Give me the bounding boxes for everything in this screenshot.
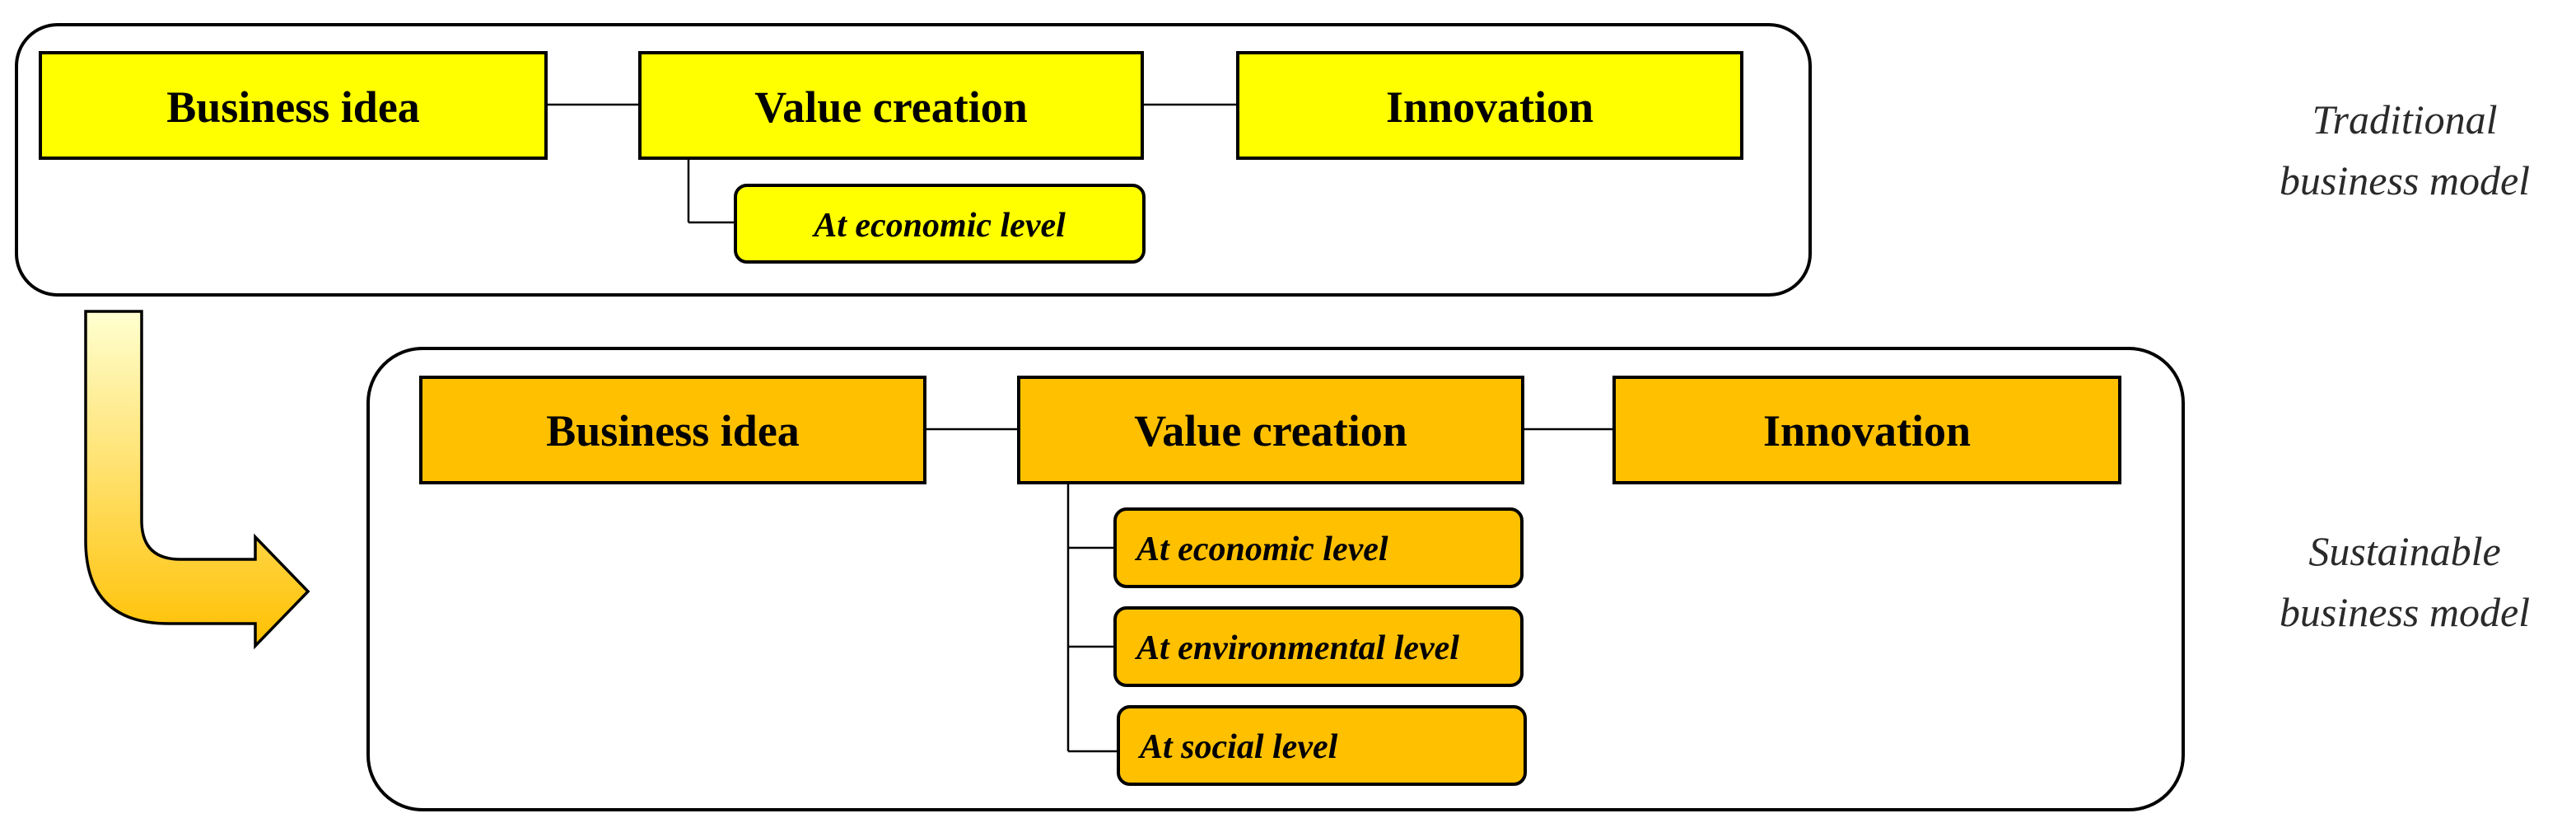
sustainable-business-idea-box: Business idea [419, 376, 926, 484]
traditional-value-creation-label: Value creation [754, 82, 1028, 132]
sustainable-value-creation-box: Value creation [1017, 376, 1524, 484]
sustainable-label-line1: Sustainable [2308, 528, 2500, 574]
sustainable-social-level-box: At social level [1117, 705, 1527, 786]
sustainable-business-idea-label: Business idea [546, 406, 800, 456]
traditional-model-label: Traditional business model [2280, 96, 2530, 203]
sustainable-economic-level-label: At economic level [1134, 531, 1388, 568]
sustainable-environmental-level-label: At environmental level [1134, 629, 1459, 667]
traditional-economic-level-label: At economic level [811, 207, 1066, 245]
traditional-innovation-box: Innovation [1236, 51, 1743, 160]
traditional-value-creation-box: Value creation [638, 51, 1144, 160]
sustainable-social-level-label: At social level [1137, 728, 1338, 766]
sustainable-economic-level-box: At economic level [1113, 507, 1524, 588]
sustainable-label-line2: business model [2280, 589, 2530, 635]
traditional-business-idea-box: Business idea [39, 51, 548, 160]
traditional-economic-level-box: At economic level [734, 184, 1146, 264]
sustainable-value-creation-label: Value creation [1134, 406, 1407, 456]
sustainable-environmental-level-box: At environmental level [1113, 606, 1524, 687]
traditional-label-line1: Traditional [2312, 96, 2497, 143]
sustainable-innovation-box: Innovation [1612, 376, 2121, 484]
sustainable-innovation-label: Innovation [1763, 406, 1971, 456]
traditional-business-idea-label: Business idea [166, 82, 420, 132]
traditional-innovation-label: Innovation [1386, 82, 1594, 132]
traditional-model-group: Business idea Value creation Innovation … [15, 23, 1812, 297]
traditional-label-line2: business model [2280, 157, 2530, 203]
sustainable-model-group: Business idea Value creation Innovation … [366, 347, 2185, 811]
sustainable-model-label: Sustainable business model [2280, 528, 2530, 635]
arrow-icon [84, 310, 310, 650]
